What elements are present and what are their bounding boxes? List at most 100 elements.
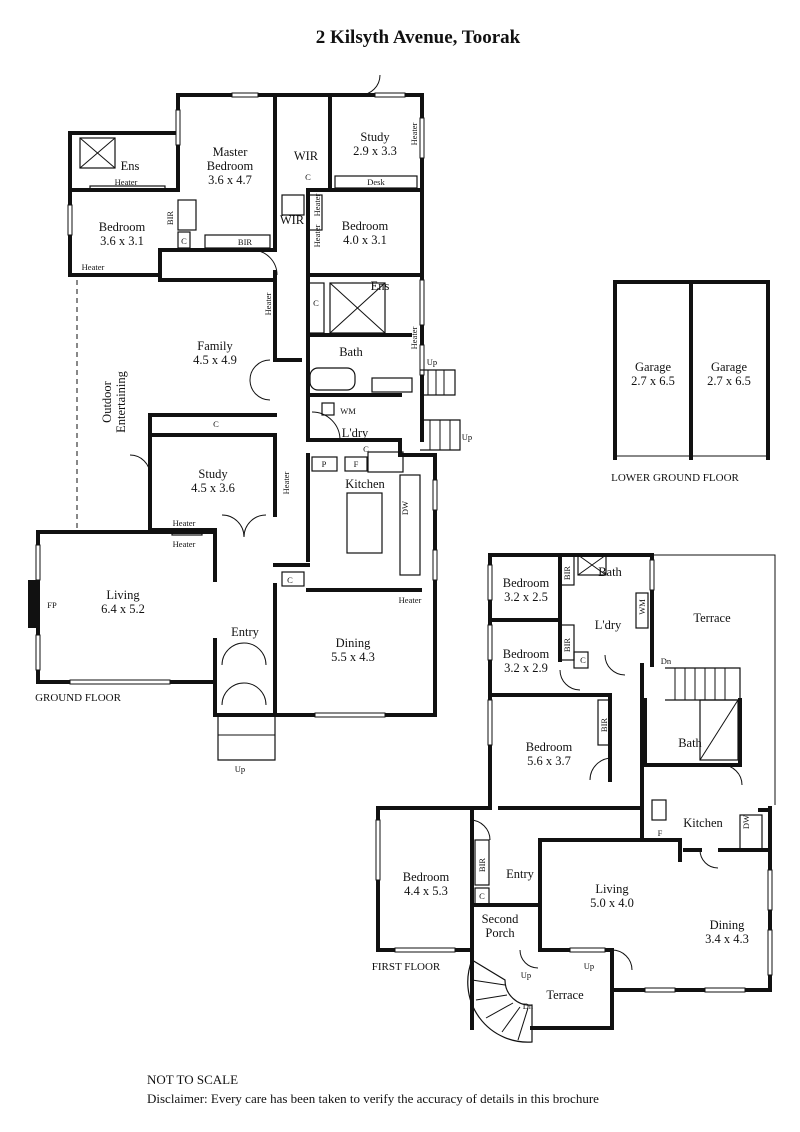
room-size: 3.2 x 2.9 bbox=[504, 661, 548, 675]
room-size: 5.6 x 3.7 bbox=[527, 754, 571, 768]
closet-label: C bbox=[313, 298, 319, 308]
room-label: Kitchen bbox=[683, 816, 723, 830]
room-label: Bedroom bbox=[503, 576, 550, 590]
room-label: WIR bbox=[280, 213, 305, 227]
pantry-label: P bbox=[322, 459, 327, 469]
wm-label: WM bbox=[637, 599, 647, 615]
bir-label: BIR bbox=[165, 211, 175, 226]
heater-label: Heater bbox=[263, 293, 273, 316]
bir-label: BIR bbox=[562, 566, 572, 581]
closet-label: C bbox=[363, 444, 369, 454]
floor-label-lower: LOWER GROUND FLOOR bbox=[611, 472, 739, 484]
room-label: Second bbox=[482, 912, 520, 926]
fixture-label: WM bbox=[340, 406, 356, 416]
room-label: L'dry bbox=[595, 618, 622, 632]
room-label: Entry bbox=[231, 625, 260, 639]
fridge-label: F bbox=[354, 459, 359, 469]
fixture-label: Desk bbox=[367, 177, 385, 187]
lower-ground-floor-plan: Garage 2.7 x 6.5 Garage 2.7 x 6.5 LOWER … bbox=[611, 280, 770, 484]
room-size: 4.5 x 4.9 bbox=[193, 353, 237, 367]
heater-label: Heater bbox=[409, 123, 419, 146]
bir-label: BIR bbox=[477, 858, 487, 873]
room-label: Living bbox=[595, 882, 629, 896]
ground-floor-plan bbox=[28, 74, 461, 761]
fridge-label: F bbox=[658, 828, 663, 838]
closet-label: C bbox=[181, 236, 187, 246]
stairs-up-label: Up bbox=[521, 970, 531, 980]
room-size: 5.0 x 4.0 bbox=[590, 896, 634, 910]
first-floor-plan bbox=[375, 553, 776, 1043]
closet-label: C bbox=[580, 655, 586, 665]
room-label: Bedroom bbox=[526, 740, 573, 754]
room-size: 5.5 x 4.3 bbox=[331, 650, 375, 664]
fireplace-label: FP bbox=[47, 600, 57, 610]
ground-floor-labels: Ens Master Bedroom 3.6 x 4.7 WIR Study 2… bbox=[35, 123, 472, 774]
dishwasher-label: DW bbox=[400, 501, 410, 515]
room-label: Living bbox=[106, 588, 140, 602]
heater-label: Heater bbox=[82, 262, 105, 272]
room-label: Bedroom bbox=[403, 870, 450, 884]
room-label: Dining bbox=[336, 636, 371, 650]
room-label: Ens bbox=[371, 279, 390, 293]
floor-label-first: FIRST FLOOR bbox=[372, 961, 441, 973]
stairs-up-label: Up bbox=[462, 432, 472, 442]
room-size: 3.2 x 2.5 bbox=[504, 590, 548, 604]
floor-label-ground: GROUND FLOOR bbox=[35, 692, 122, 704]
stairs-up-label: Up bbox=[427, 357, 437, 367]
heater-label: Heater bbox=[409, 327, 419, 350]
bir-label: BIR bbox=[562, 638, 572, 653]
room-label: Bath bbox=[339, 345, 363, 359]
room-label: Bedroom bbox=[207, 159, 254, 173]
heater-label: Heater bbox=[173, 539, 196, 549]
stairs-up-label: Up bbox=[584, 961, 594, 971]
stairs-down-label: Dn bbox=[661, 656, 672, 666]
room-label: Entertaining bbox=[114, 370, 128, 433]
room-size: 4.5 x 3.6 bbox=[191, 481, 235, 495]
dishwasher-label: DW bbox=[741, 815, 751, 829]
room-label: L'dry bbox=[342, 426, 369, 440]
first-floor-labels: Bedroom 3.2 x 2.5 Bath Bedroom 3.2 x 2.9… bbox=[372, 565, 751, 1011]
heater-label: Heater bbox=[115, 177, 138, 187]
room-size: 3.4 x 4.3 bbox=[705, 932, 749, 946]
heater-label: Heater bbox=[312, 225, 322, 248]
not-to-scale-note: NOT TO SCALE bbox=[147, 1072, 238, 1087]
bir-label: BIR bbox=[238, 237, 253, 247]
room-label: Dining bbox=[710, 918, 745, 932]
room-label: Kitchen bbox=[345, 477, 385, 491]
heater-label: Heater bbox=[281, 472, 291, 495]
room-label: Bedroom bbox=[503, 647, 550, 661]
room-label: Terrace bbox=[693, 611, 731, 625]
room-label: Bedroom bbox=[342, 219, 389, 233]
room-label: Porch bbox=[485, 926, 515, 940]
disclaimer-text: Disclaimer: Every care has been taken to… bbox=[147, 1091, 599, 1106]
room-label: Master bbox=[213, 145, 249, 159]
room-size: 6.4 x 5.2 bbox=[101, 602, 145, 616]
closet-label: C bbox=[479, 891, 485, 901]
heater-label: Heater bbox=[312, 194, 322, 217]
room-label: Bath bbox=[598, 565, 622, 579]
room-label: Garage bbox=[635, 360, 672, 374]
room-label: Entry bbox=[506, 867, 535, 881]
room-size: 3.6 x 4.7 bbox=[208, 173, 252, 187]
room-label: Ens bbox=[121, 159, 140, 173]
room-size: 4.0 x 3.1 bbox=[343, 233, 387, 247]
stairs-down-label: Dn bbox=[523, 1001, 534, 1011]
bir-label: BIR bbox=[599, 718, 609, 733]
property-title: 2 Kilsyth Avenue, Toorak bbox=[316, 27, 521, 48]
room-size: 4.4 x 5.3 bbox=[404, 884, 448, 898]
room-size: 2.9 x 3.3 bbox=[353, 144, 397, 158]
room-size: 2.7 x 6.5 bbox=[631, 374, 675, 388]
room-label: Study bbox=[198, 467, 228, 481]
room-label: Bath bbox=[678, 736, 702, 750]
room-label: Family bbox=[197, 339, 233, 353]
stairs-up-label: Up bbox=[235, 764, 245, 774]
room-label: Garage bbox=[711, 360, 748, 374]
room-label: Bedroom bbox=[99, 220, 146, 234]
heater-label: Heater bbox=[173, 518, 196, 528]
heater-label: Heater bbox=[399, 595, 422, 605]
closet-label: C bbox=[305, 172, 311, 182]
room-label: Terrace bbox=[546, 988, 584, 1002]
room-label: WIR bbox=[294, 149, 319, 163]
closet-label: C bbox=[287, 575, 293, 585]
